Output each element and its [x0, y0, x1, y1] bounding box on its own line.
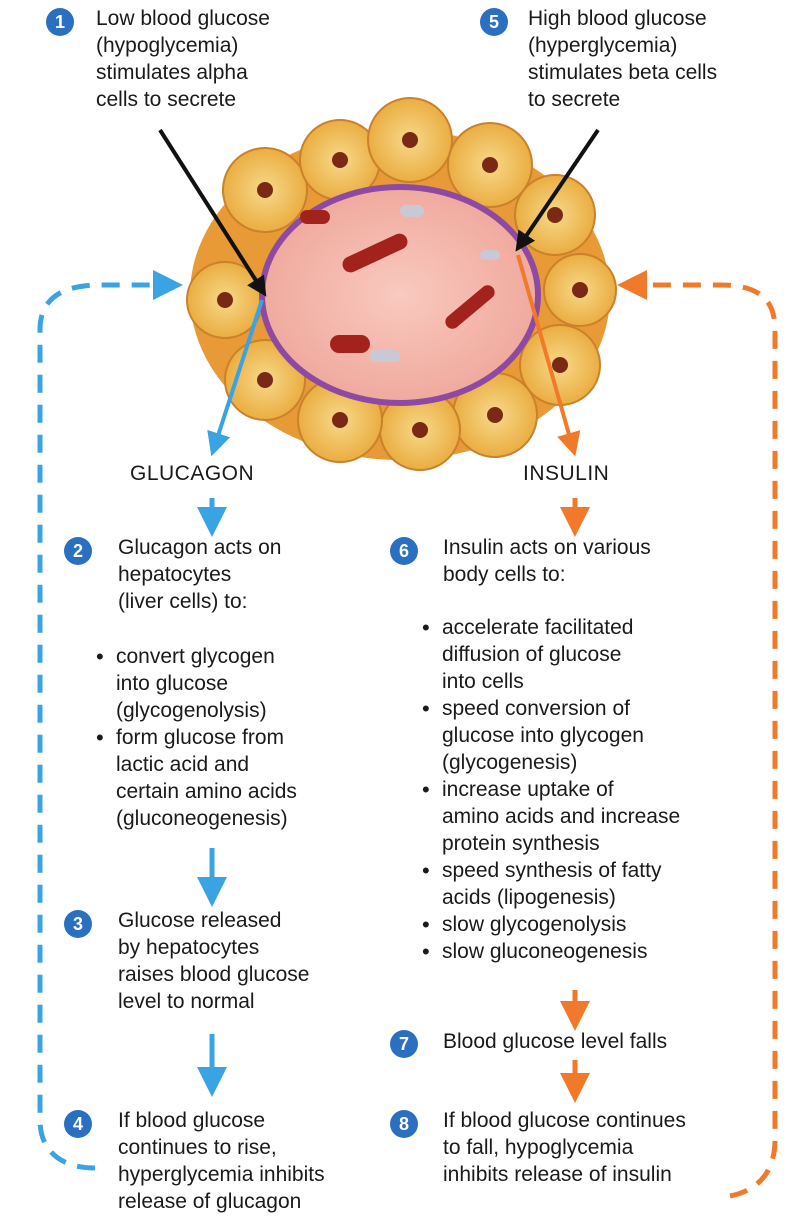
list-item: form glucose from lactic acid and certai… — [94, 724, 297, 832]
glucagon-release-arrow — [207, 299, 264, 457]
step-1-text: Low blood glucose (hypoglycemia) stimula… — [96, 7, 270, 111]
step-2-bullet-list: convert glycogen into glucose (glycogeno… — [94, 643, 297, 832]
glucagon-label: GLUCAGON — [130, 462, 255, 485]
step-2-badge: 2 — [64, 537, 92, 565]
insulin-release-arrow — [516, 254, 581, 457]
list-item: accelerate facilitated diffusion of gluc… — [420, 614, 680, 695]
alpha-pointer-arrow — [158, 128, 267, 297]
step-6-bullet-list: accelerate facilitated diffusion of gluc… — [420, 614, 680, 965]
capillary-lumens — [370, 205, 500, 362]
step-6-badge: 6 — [390, 537, 418, 565]
step-7-badge: 7 — [390, 1030, 418, 1058]
list-item: speed synthesis of fatty acids (lipogene… — [420, 857, 680, 911]
beta-pointer-arrow — [515, 128, 600, 252]
step-3-text: Glucose released by hepatocytes raises b… — [118, 909, 310, 1013]
list-item: increase uptake of amino acids and incre… — [420, 776, 680, 857]
step-1-badge: 1 — [46, 8, 74, 36]
blood-vessels — [300, 210, 495, 353]
glucagon-feedback-loop — [37, 270, 183, 1171]
insulin-feedback-loop — [617, 270, 778, 1199]
acinar-cells — [186, 97, 617, 471]
step-5-badge: 5 — [480, 8, 508, 36]
step-8-badge: 8 — [390, 1110, 418, 1138]
step-3-badge: 3 — [64, 910, 92, 938]
step-4-badge: 4 — [64, 1110, 92, 1138]
step-2-text: Glucagon acts on hepatocytes (liver cell… — [118, 536, 282, 613]
step-5-text: High blood glucose (hyperglycemia) stimu… — [528, 7, 718, 111]
list-item: slow gluconeogenesis — [420, 938, 680, 965]
step-6-text: Insulin acts on various body cells to: — [443, 536, 651, 586]
pancreatic-islet — [186, 97, 617, 471]
list-item: speed conversion of glucose into glycoge… — [420, 695, 680, 776]
insulin-label: INSULIN — [523, 462, 610, 485]
step-8-text: If blood glucose continues to fall, hypo… — [443, 1109, 686, 1186]
list-item: slow glycogenolysis — [420, 911, 680, 938]
step-4-text: If blood glucose continues to rise, hype… — [118, 1109, 325, 1213]
step-7-text: Blood glucose level falls — [443, 1030, 668, 1053]
list-item: convert glycogen into glucose (glycogeno… — [94, 643, 297, 724]
